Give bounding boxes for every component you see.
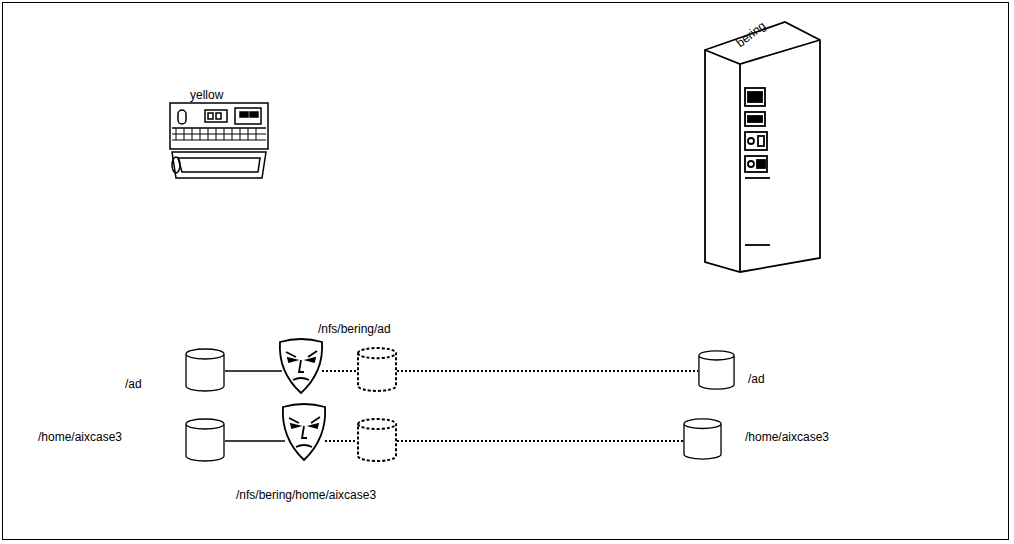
mask-icon bbox=[280, 339, 322, 393]
nfs-link bbox=[397, 441, 683, 442]
disk-node: /ad bbox=[698, 350, 735, 390]
disk-cylinder bbox=[185, 418, 225, 462]
disk-node: /home/aixcase3 bbox=[185, 418, 225, 462]
host-name: yellow bbox=[190, 88, 223, 102]
disk-cylinder bbox=[698, 350, 735, 390]
disk-cylinder bbox=[357, 418, 397, 462]
disk-node: /home/aixcase3 bbox=[683, 418, 722, 460]
path-label: /nfs/bering/home/aixcase3 bbox=[236, 488, 376, 502]
disk-cylinder bbox=[185, 348, 225, 392]
disk-cylinder bbox=[683, 418, 722, 460]
server-icon bbox=[705, 22, 820, 272]
path-label: /home/aixcase3 bbox=[38, 430, 122, 444]
nfs-link bbox=[397, 371, 698, 372]
mounted-disk: /nfs/bering/ad bbox=[357, 347, 397, 392]
path-label: /home/aixcase3 bbox=[745, 430, 829, 444]
mask-icon bbox=[283, 404, 325, 460]
path-label: /ad bbox=[125, 377, 142, 391]
disk-node: /ad bbox=[185, 348, 225, 392]
mounted-disk: /nfs/bering/home/aixcase3 bbox=[357, 418, 397, 462]
path-label: /nfs/bering/ad bbox=[318, 322, 391, 336]
path-label: /ad bbox=[748, 372, 765, 386]
workstation-icon bbox=[170, 103, 268, 178]
disk-cylinder bbox=[357, 347, 397, 392]
